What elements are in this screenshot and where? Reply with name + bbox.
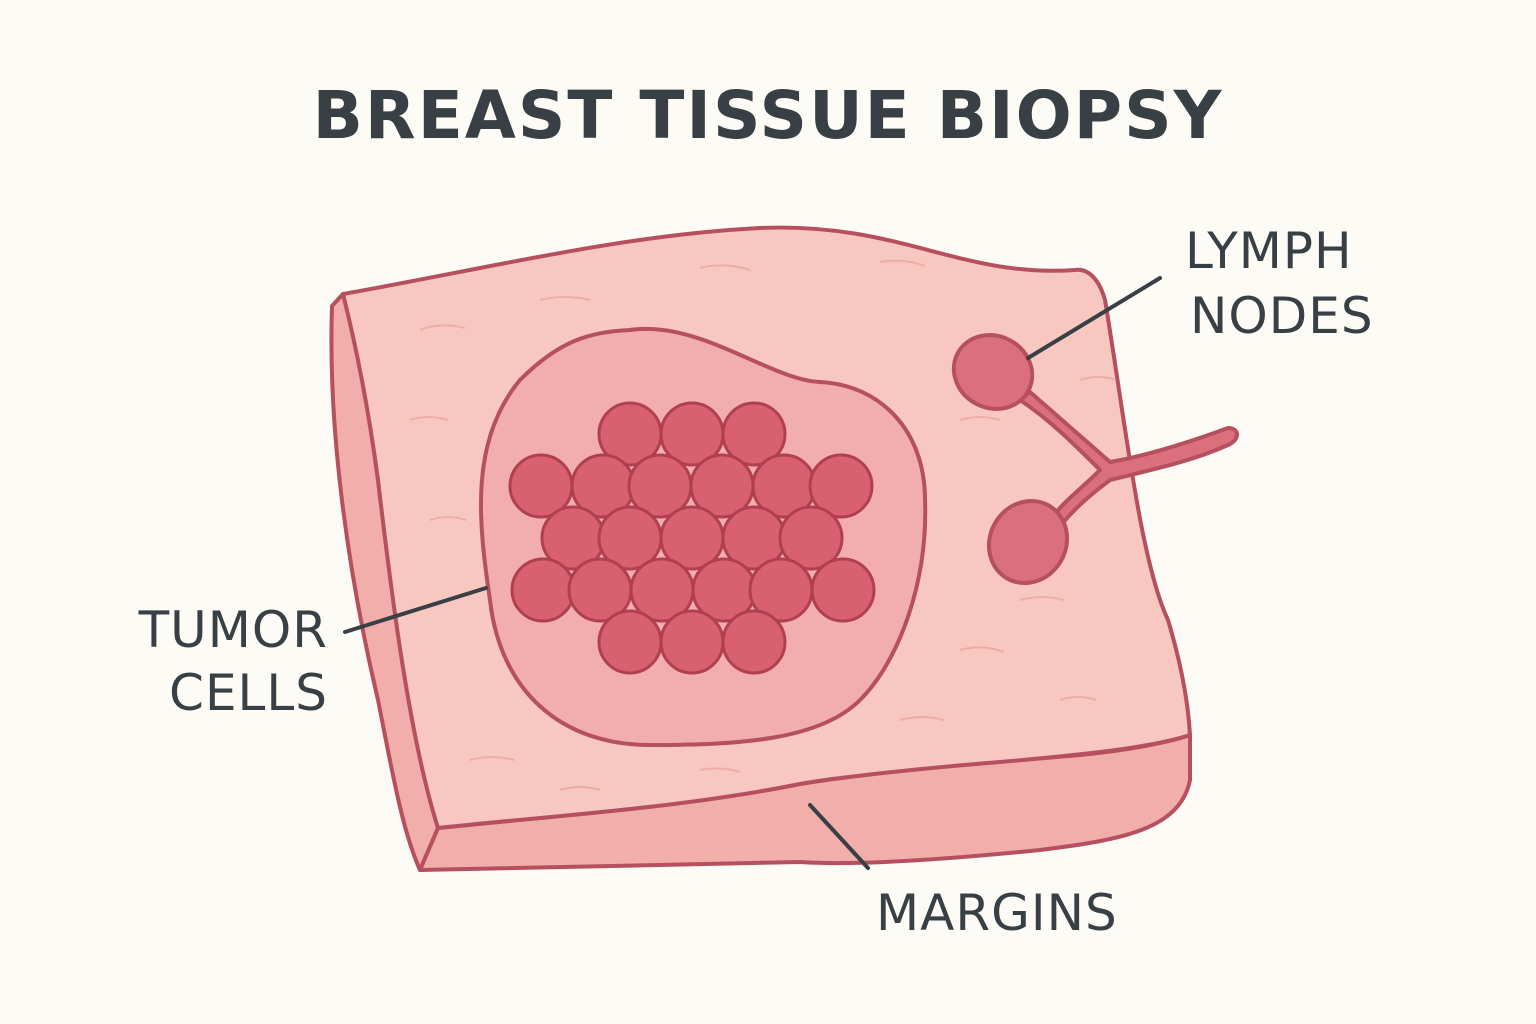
- leader-lines: [343, 276, 1162, 870]
- lymph-system: [951, 333, 1239, 586]
- margins-leader-line: [808, 803, 870, 870]
- lymph-node-upper: [951, 333, 1035, 411]
- tumor-cell: [659, 609, 725, 675]
- tumor-cell: [778, 505, 844, 571]
- diagram-title: BREAST TISSUE BIOPSY: [313, 77, 1224, 154]
- lymph-leader-line: [1026, 276, 1162, 360]
- tumor-cells-cluster: [508, 401, 876, 675]
- tumor-cell: [510, 557, 576, 623]
- lymph-vessel: [1018, 390, 1239, 528]
- tumor-cell: [808, 453, 874, 519]
- tumor-cell: [810, 557, 876, 623]
- tumor-cell: [597, 609, 663, 675]
- tumor-cell: [721, 609, 787, 675]
- label-tumor-line1: TUMOR: [138, 601, 328, 659]
- lymph-node-lower: [986, 498, 1070, 586]
- tissue-fibers: [409, 259, 1117, 791]
- tumor-leader-line: [343, 586, 488, 634]
- label-lymph-line2: NODES: [1190, 287, 1374, 345]
- label-margins: MARGINS: [876, 884, 1118, 942]
- label-tumor-line2: CELLS: [169, 664, 328, 722]
- label-lymph-line1: LYMPH: [1185, 222, 1353, 280]
- tumor-cell: [721, 401, 787, 467]
